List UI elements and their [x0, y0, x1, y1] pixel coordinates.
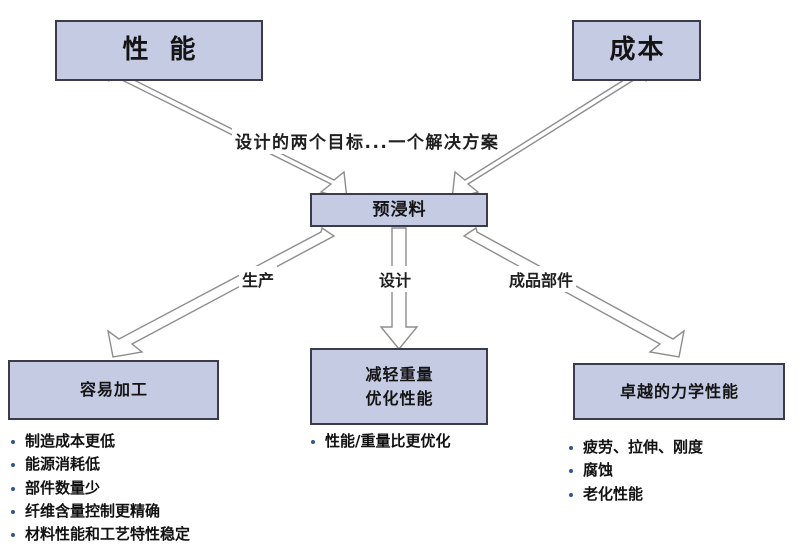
box-easy-process[interactable]: 容易加工 [8, 360, 219, 420]
list-item: 制造成本更低 [8, 430, 190, 453]
box-performance-label: 性 能 [122, 34, 202, 65]
box-cost[interactable]: 成本 [572, 20, 701, 81]
box-cost-label: 成本 [609, 34, 666, 65]
box-prepreg-label: 预浸料 [372, 199, 427, 220]
list-item: 纤维含量控制更精确 [8, 500, 190, 523]
box-prepreg[interactable]: 预浸料 [310, 193, 488, 227]
bullet-list-weight-performance: 性能/重量比更优化 [308, 430, 450, 453]
list-item: 能源消耗低 [8, 453, 190, 476]
box-mechanical-properties[interactable]: 卓越的力学性能 [573, 363, 785, 420]
edge-label-production: 生产 [239, 266, 278, 292]
edge-label-finished-parts: 成品部件 [506, 266, 577, 292]
list-item: 性能/重量比更优化 [308, 430, 450, 453]
box-weight-performance-line2: 优化性能 [365, 388, 434, 408]
arrow-prepreg-to-mechanical [462, 226, 686, 358]
box-easy-process-label: 容易加工 [79, 380, 148, 400]
box-weight-performance-line1: 减轻重量 [365, 365, 434, 385]
box-mechanical-properties-label: 卓越的力学性能 [619, 381, 739, 401]
bullet-list-mechanical-properties: 疲劳、拉伸、刚度腐蚀老化性能 [566, 436, 703, 506]
box-weight-performance[interactable]: 减轻重量 优化性能 [310, 348, 488, 425]
caption-two-goals-one-solution: 设计的两个目标...一个解决方案 [232, 127, 503, 154]
list-item: 疲劳、拉伸、刚度 [566, 436, 703, 459]
list-item: 材料性能和工艺特性稳定 [8, 523, 190, 546]
bullet-list-easy-process: 制造成本更低能源消耗低部件数量少纤维含量控制更精确材料性能和工艺特性稳定 [8, 430, 190, 546]
box-performance[interactable]: 性 能 [55, 20, 263, 81]
list-item: 老化性能 [566, 483, 703, 506]
list-item: 腐蚀 [566, 459, 703, 482]
arrow-prepreg-to-easy-process [106, 226, 336, 358]
list-item: 部件数量少 [8, 477, 190, 500]
edge-label-design: 设计 [376, 266, 415, 292]
